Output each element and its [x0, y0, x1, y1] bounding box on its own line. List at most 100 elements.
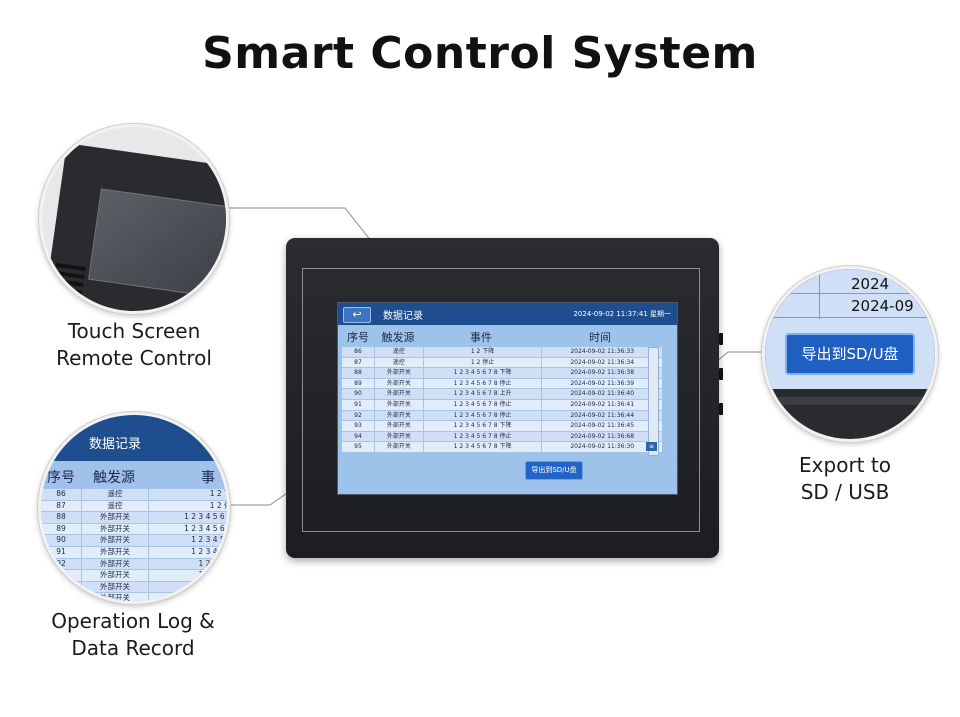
table-scrollbar[interactable]: [648, 347, 659, 456]
cell-time: 2024-09-02 11:36:41: [541, 399, 662, 410]
cell-index: 3: [58, 570, 64, 580]
cell-time: 2024-09-02 11:36:34: [541, 357, 662, 368]
cell-index: 91: [56, 546, 66, 556]
cell-source: 遥控: [81, 489, 148, 500]
cell-event: 1 2 3 4 5 6 7 8 下降: [422, 421, 542, 431]
zoom-title: 数据记录: [89, 437, 142, 452]
device-corner-image: [43, 143, 226, 311]
cell-index: 94: [354, 432, 362, 440]
cell-source: 外部开关: [373, 442, 423, 452]
grid-line: [819, 269, 820, 319]
cell-event: 1 2 下降: [148, 489, 227, 500]
cell-event: 1 2 3 4 5 6 7 8 停止: [422, 399, 542, 410]
cell-event: 1 2 3 4 5 6 7 8 停止: [422, 431, 542, 442]
cell-source: 遥控: [81, 500, 148, 512]
label-line: SD / USB: [800, 480, 890, 504]
cell-index: 88: [354, 369, 362, 377]
cell-source: 外部开关: [373, 410, 423, 421]
cell-index: 86: [354, 348, 362, 355]
cell-source: 外部开关: [81, 558, 148, 570]
table-header: 序号 触发源 事件 时间: [342, 329, 662, 347]
label-line: Operation Log &: [51, 609, 215, 633]
cell-time: 2024-09-02 11:36:39: [541, 378, 662, 389]
cell-time: 2024-09-02 11:36:38: [541, 368, 662, 378]
cell-source: 遥控: [373, 347, 423, 357]
zoom-date: 2024: [851, 275, 890, 293]
cell-source: 外部开关: [81, 581, 148, 593]
cell-index: 93: [354, 422, 362, 430]
grid-line: [765, 317, 935, 318]
export-zoom: 2024 2024-09 导出到SD/U盘: [762, 266, 938, 442]
cell-index: 91: [354, 400, 362, 408]
cell-event: 1 2: [148, 593, 227, 601]
column-header: 序号: [347, 331, 369, 344]
cell-event: 1 2 3 4 5 6 7 8: [148, 523, 227, 535]
cell-event: 1 2 3 4 5 6 7 8: [148, 512, 227, 523]
cell-time: 2024-09-02 11:36:40: [541, 389, 662, 399]
cell-time: 2024-09-02 11:36:33: [541, 347, 662, 357]
touch-screen[interactable]: ↩ 数据记录 2024-09-02 11:37:41 星期一 序号 触发源 事件…: [337, 302, 678, 495]
cell-event: 1 2 3 4 5 6 7: [148, 546, 227, 558]
scroll-down-icon[interactable]: ≡: [646, 442, 657, 451]
touch-screen-label: Touch Screen Remote Control: [39, 318, 229, 372]
bezel-band: [765, 397, 935, 405]
cell-index: 89: [56, 523, 66, 533]
label-line: Remote Control: [56, 346, 212, 370]
column-header: 触发源: [93, 470, 135, 486]
cell-source: 外部开关: [81, 593, 148, 601]
cell-event: 1 2 3: [148, 581, 227, 593]
cell-event: 1 2 3 4 5 6: [148, 558, 227, 570]
cell-event: 1 2 3 4 5 6 7 8 停止: [422, 410, 542, 421]
cell-event: 1 2 停止: [422, 357, 542, 368]
side-button[interactable]: [719, 403, 723, 415]
column-header: 事件: [470, 331, 492, 344]
cell-index: [41, 582, 81, 593]
cell-event: 1 2 3 4 5 6 7: [148, 535, 227, 546]
zoom-table-area: 2024 2024-09 导出到SD/U盘: [765, 269, 935, 389]
cell-source: 外部开关: [81, 570, 148, 581]
cell-event: 1 2 3 4 5 6: [148, 570, 227, 581]
grid-line: [765, 293, 935, 294]
screen-title: 数据记录: [383, 311, 423, 322]
side-button[interactable]: [719, 333, 723, 345]
export-sd-usb-button[interactable]: 导出到SD/U盘: [525, 461, 583, 480]
bezel-inner-line: [302, 268, 700, 532]
back-button[interactable]: ↩: [343, 307, 371, 323]
zoom-date: 2024-09: [851, 297, 914, 315]
zoom-header: 数据记录: [41, 415, 227, 461]
back-icon: ↩: [352, 308, 362, 321]
cell-index: 92: [56, 558, 66, 568]
export-sd-usb-button-zoom[interactable]: 导出到SD/U盘: [785, 333, 915, 375]
operation-log-label: Operation Log & Data Record: [28, 608, 238, 662]
cell-event: 1 2 下降: [422, 347, 542, 357]
cell-source: 外部开关: [81, 512, 148, 523]
cell-event: 1 2 3 4 5 6 7 8 上升: [422, 389, 542, 399]
cell-index: 89: [354, 379, 362, 387]
label-line: Export to: [799, 453, 891, 477]
side-button[interactable]: [719, 368, 723, 380]
cell-source: 外部开关: [373, 431, 423, 442]
hmi-device: ↩ 数据记录 2024-09-02 11:37:41 星期一 序号 触发源 事件…: [286, 238, 723, 558]
cell-index: 92: [354, 411, 362, 419]
